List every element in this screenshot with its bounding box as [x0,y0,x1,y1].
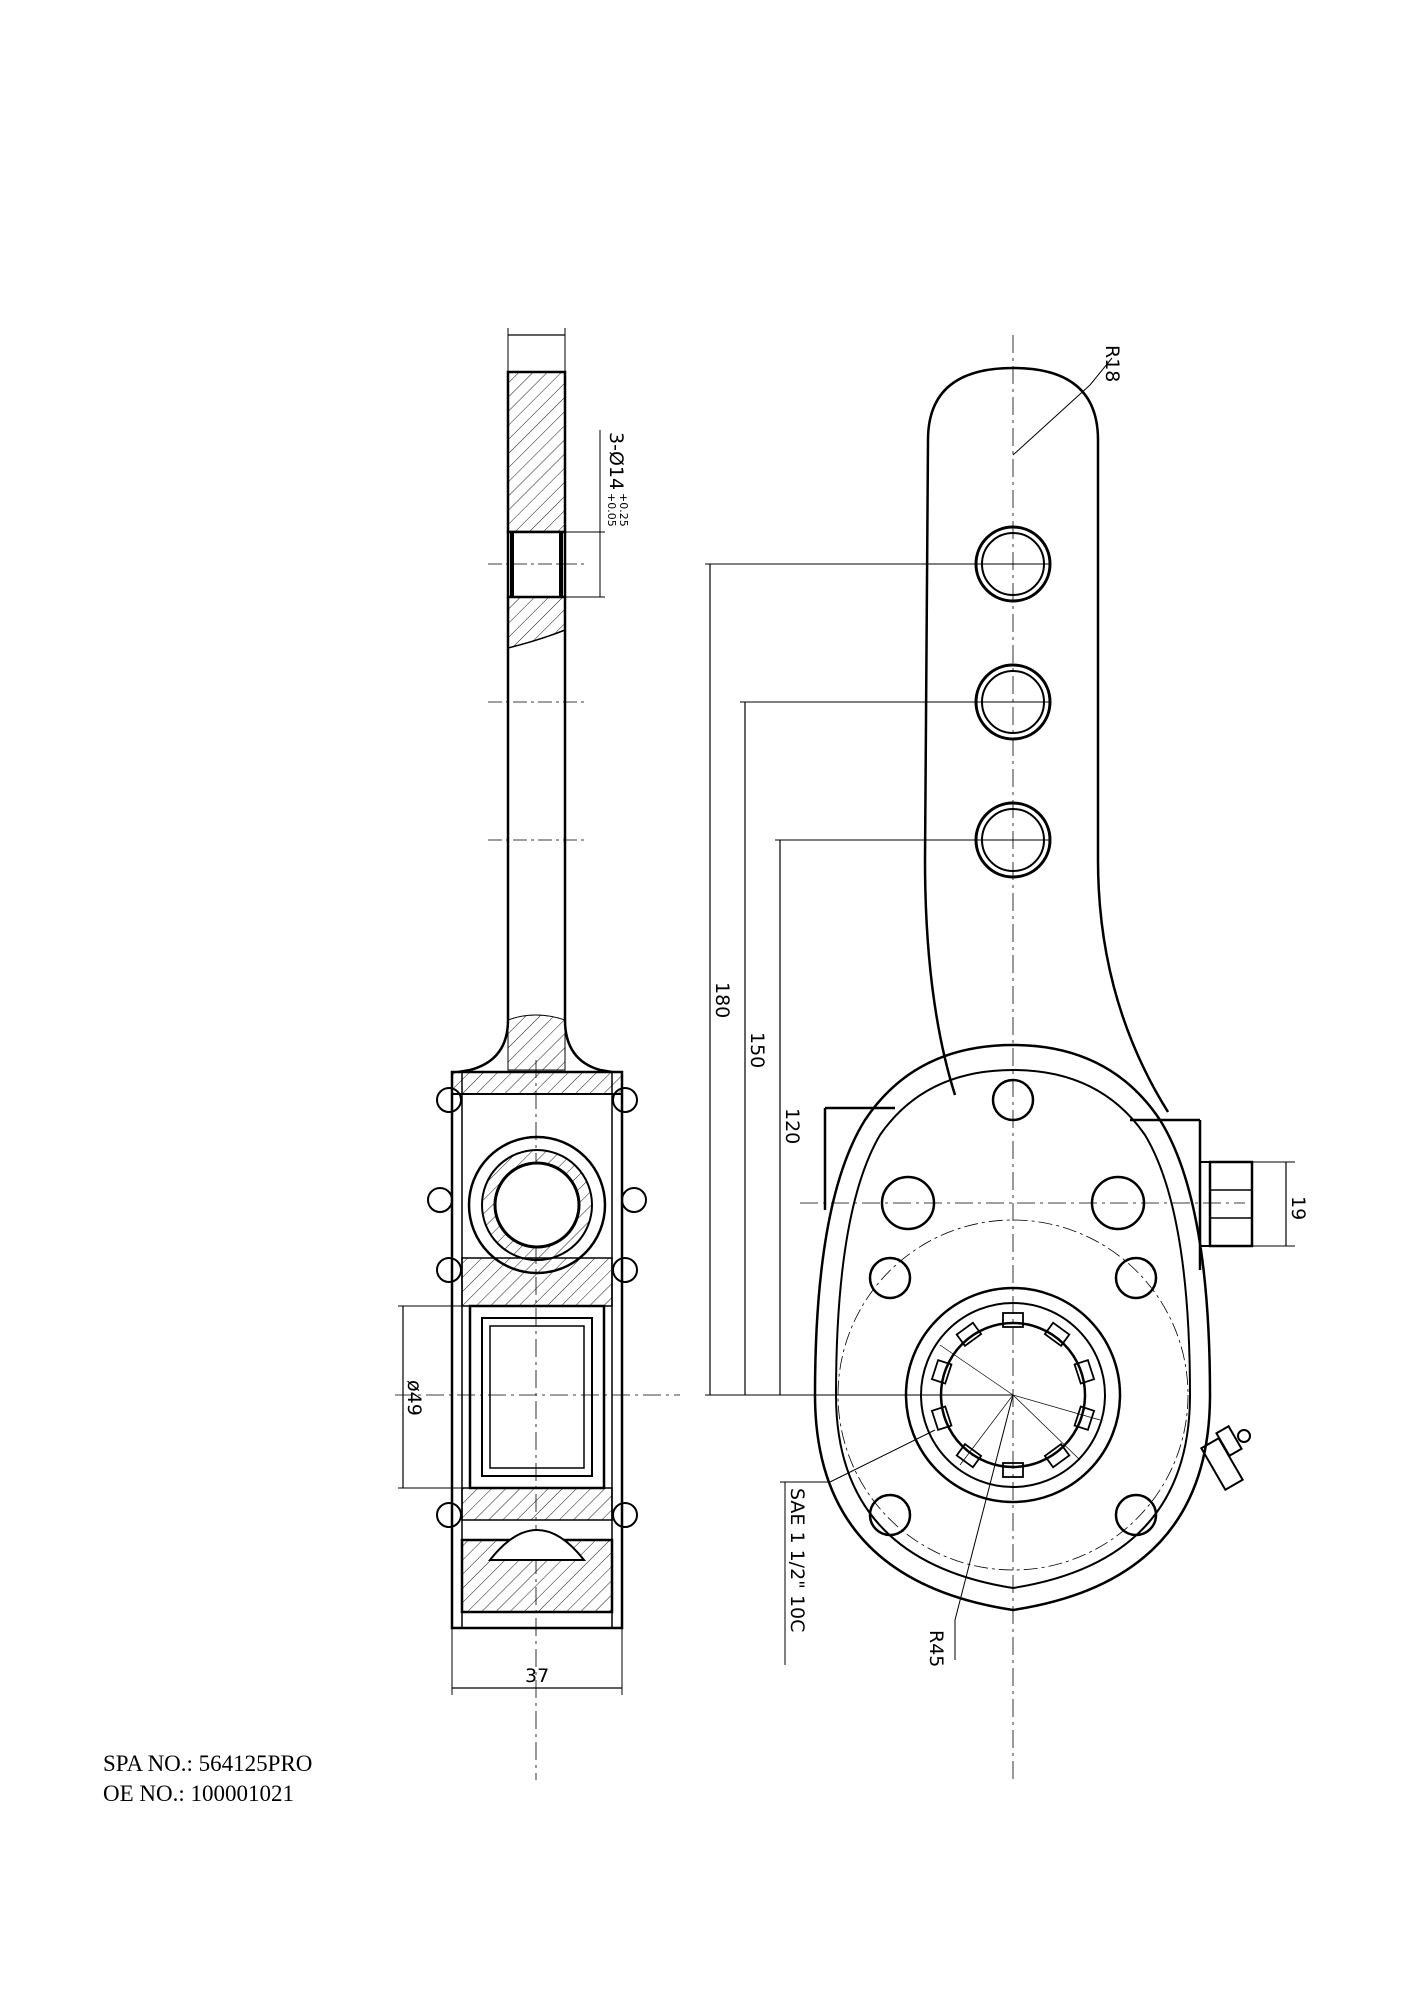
radius-r18-label: R18 [1101,345,1123,382]
dim-19-label: 19 [1287,1196,1309,1220]
hole-callout-prefix: 3-Ø14 [605,432,627,490]
spline-spec-label: SAE 1 1/2" 10C [786,1488,808,1632]
hole-callout: 3-Ø14 +0.25 +0.05 [605,432,630,527]
dim-120-label: 120 [781,1108,803,1144]
oe-number: OE NO.: 100001021 [103,1781,295,1806]
dim-diameter-49-label: ø49 [403,1380,425,1416]
dim-150-label: 150 [746,1032,768,1068]
side-section-view [395,328,680,1780]
hole-callout-tolerance-lower: +0.05 [605,493,618,527]
spa-number: SPA NO.: 564125PRO [103,1751,313,1776]
dim-180-label: 180 [711,982,733,1018]
hole-callout-tolerance-upper: +0.25 [617,493,630,527]
radius-r45-label: R45 [925,1630,947,1667]
dim-37-label: 37 [525,1665,549,1687]
front-view [705,335,1295,1780]
